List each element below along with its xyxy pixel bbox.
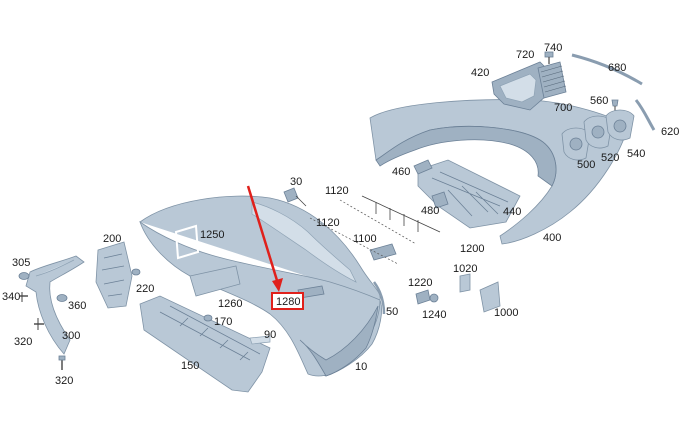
side-bracket-300 [25, 255, 85, 355]
label-90: 90 [264, 329, 276, 341]
label-480: 480 [421, 205, 439, 217]
panel-1260 [189, 265, 241, 297]
label-1100: 1100 [353, 233, 377, 245]
part-480 [431, 191, 449, 209]
bracket-200 [95, 241, 133, 309]
label-680: 680 [608, 62, 626, 74]
bumper-carrier-440 [417, 159, 521, 229]
label-560: 560 [590, 95, 608, 107]
label-300: 300 [62, 330, 80, 342]
bumper-cover-10 [139, 195, 382, 377]
label-1200: 1200 [460, 243, 484, 255]
clip-170 [203, 314, 213, 322]
label-150: 150 [181, 360, 199, 372]
label-1250: 1250 [200, 229, 224, 241]
label-170: 170 [214, 316, 232, 328]
label-50: 50 [386, 306, 398, 318]
part-1020 [459, 273, 471, 293]
trim-strip-680 [571, 53, 643, 86]
label-340: 340 [2, 291, 20, 303]
label-500: 500 [577, 159, 595, 171]
label-440: 440 [503, 206, 521, 218]
clip-560 [611, 99, 619, 112]
highlight-box-1280 [271, 292, 304, 310]
label-700: 700 [554, 102, 572, 114]
part-50 [372, 281, 386, 315]
label-540: 540 [627, 148, 645, 160]
label-10: 10 [355, 361, 367, 373]
label-30: 30 [290, 176, 302, 188]
label-1120-lower: 1120 [316, 217, 340, 229]
part-1240 [429, 293, 439, 303]
screw-340 [20, 292, 28, 302]
label-plate-1250 [174, 224, 200, 260]
bracket-420 [491, 61, 549, 111]
label-360: 360 [68, 300, 86, 312]
label-400: 400 [543, 232, 561, 244]
cover-540 [605, 109, 635, 141]
label-220: 220 [136, 283, 154, 295]
clip-220 [131, 268, 141, 276]
label-460: 460 [392, 166, 410, 178]
label-620: 620 [661, 126, 679, 138]
label-200: 200 [103, 233, 121, 245]
grille-700 [537, 61, 567, 99]
label-740: 740 [544, 42, 562, 54]
part-1000 [479, 281, 501, 313]
trim-strip-620 [634, 99, 656, 131]
clip-360 [56, 294, 68, 302]
part-1100 [369, 243, 397, 261]
label-320-lower: 320 [55, 375, 73, 387]
cover-520 [583, 115, 613, 149]
sensor-cables [309, 195, 441, 265]
part-90 [249, 335, 271, 345]
label-1280: 1280 [276, 296, 300, 308]
label-720: 720 [516, 49, 534, 61]
label-1220: 1220 [408, 277, 432, 289]
label-1260: 1260 [218, 298, 242, 310]
screw-740 [544, 51, 554, 64]
screw-320-lower [58, 355, 66, 370]
screw-320-upper [34, 318, 44, 330]
label-1000: 1000 [494, 307, 518, 319]
part-30 [283, 187, 307, 207]
clip-305 [18, 272, 30, 280]
highlight-arrow [246, 185, 283, 292]
label-1020: 1020 [453, 263, 477, 275]
label-1240: 1240 [422, 309, 446, 321]
energy-absorber-150 [139, 295, 271, 393]
label-1120-upper: 1120 [325, 185, 349, 197]
part-460 [413, 159, 433, 175]
part-1220 [415, 289, 431, 305]
label-520: 520 [601, 152, 619, 164]
cover-500 [561, 127, 591, 161]
label-305: 305 [12, 257, 30, 269]
label-420: 420 [471, 67, 489, 79]
label-320-upper: 320 [14, 336, 32, 348]
